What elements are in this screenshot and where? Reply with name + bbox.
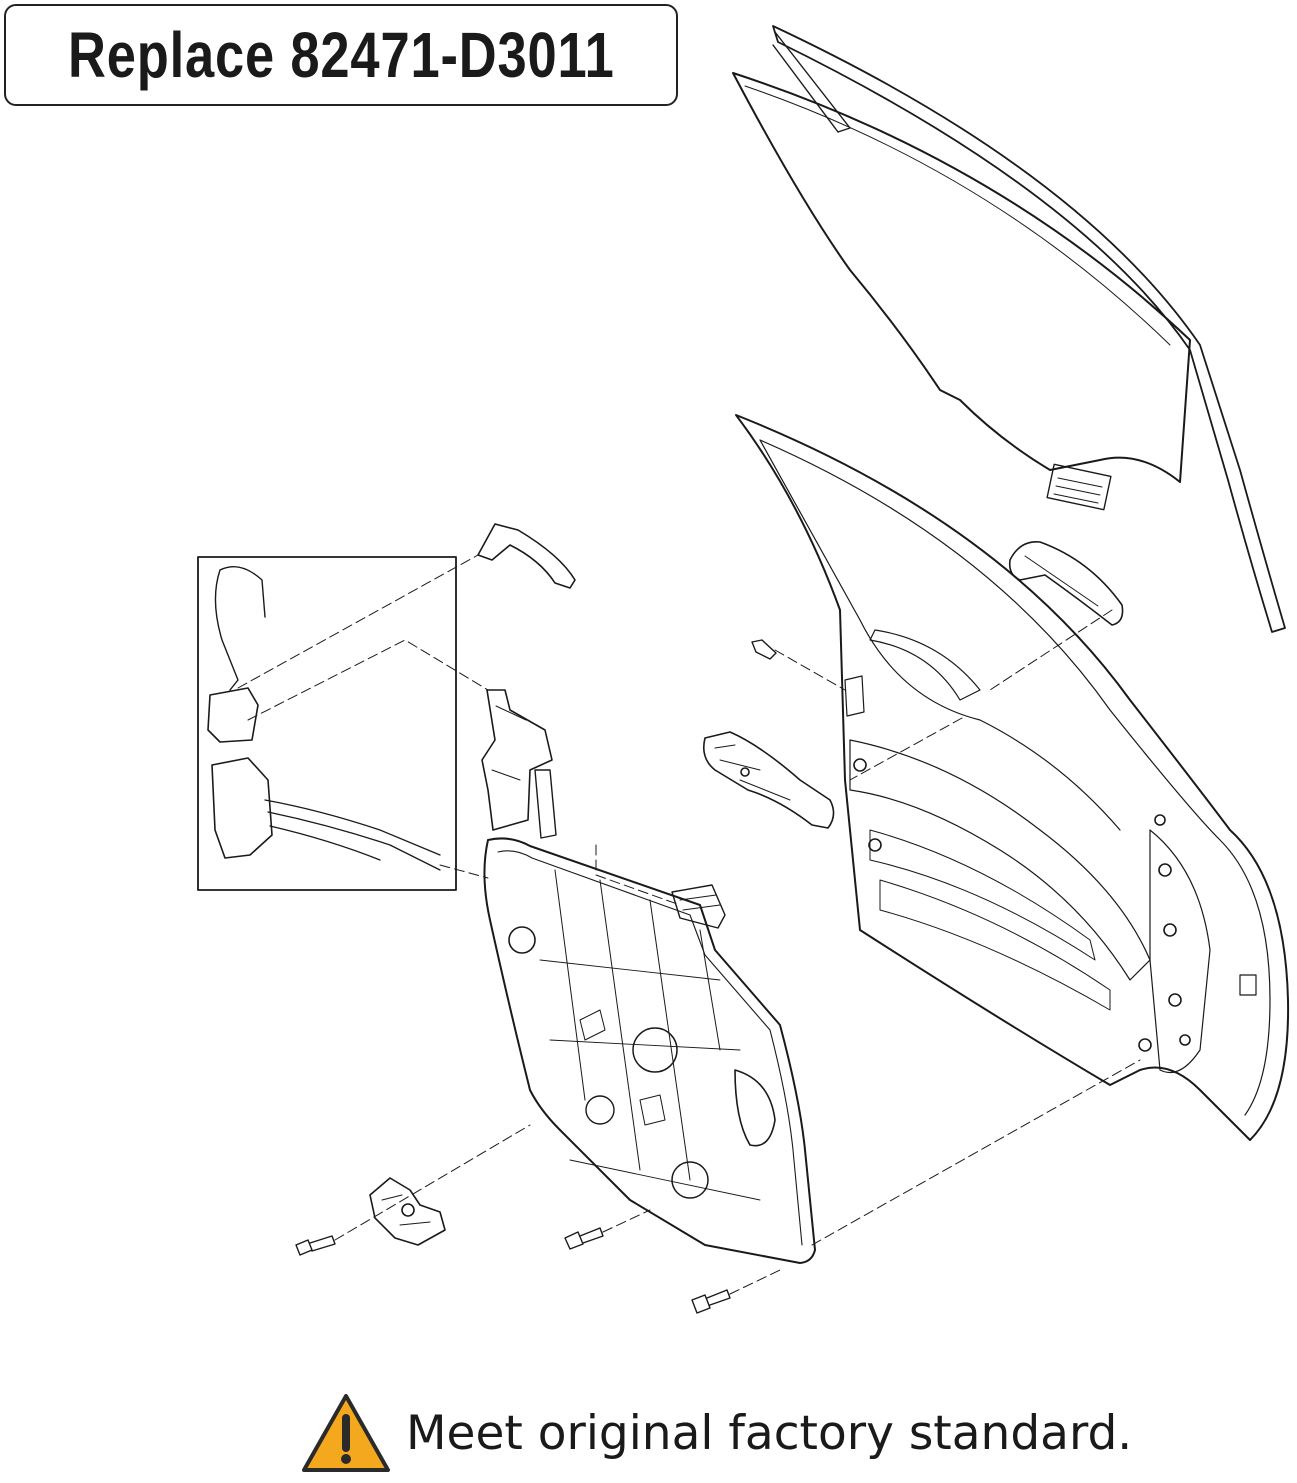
bolt-bottom bbox=[691, 1289, 731, 1314]
leader-lines bbox=[237, 554, 1141, 1295]
mounting-bracket bbox=[481, 689, 557, 839]
bolt-upper bbox=[751, 639, 777, 660]
outside-door-handle bbox=[1008, 541, 1124, 626]
bolt-left bbox=[295, 1235, 336, 1256]
glass-guide-block bbox=[1046, 463, 1112, 511]
latch-detail-box bbox=[197, 556, 457, 891]
window-glass bbox=[732, 72, 1191, 483]
warning-icon bbox=[302, 1394, 390, 1472]
exploded-door-diagram bbox=[197, 25, 1290, 1314]
inside-handle-assembly bbox=[702, 731, 835, 829]
title-box: Replace 82471-D3011 bbox=[4, 4, 678, 106]
footer-note: Meet original factory standard. bbox=[406, 1405, 1133, 1461]
window-regulator-clip bbox=[671, 884, 726, 929]
door-latch-actuator bbox=[369, 1177, 446, 1246]
door-shell bbox=[735, 414, 1290, 1141]
footer: Meet original factory standard. bbox=[300, 1388, 1132, 1478]
bolt-middle bbox=[564, 1227, 604, 1250]
curved-bracket bbox=[477, 523, 576, 589]
page-title: Replace 82471-D3011 bbox=[67, 19, 615, 91]
door-module-plate bbox=[483, 837, 816, 1264]
glass-run-channel bbox=[772, 25, 1286, 633]
